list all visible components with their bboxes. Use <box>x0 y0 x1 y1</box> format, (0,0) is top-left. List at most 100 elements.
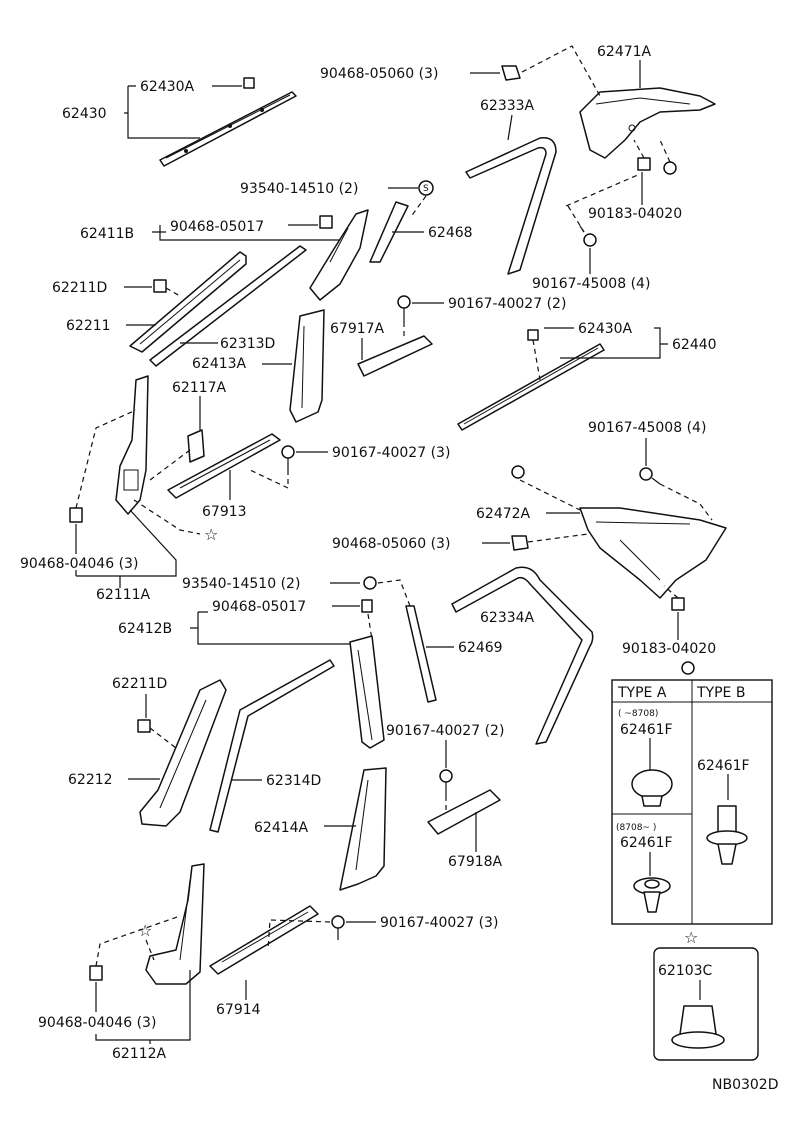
star-marker-table: ☆ <box>684 928 698 947</box>
label-62440: 62440 <box>672 337 717 353</box>
trim-62472A <box>579 507 727 599</box>
label-62471A: 62471A <box>597 44 652 60</box>
clip-type-a-lower <box>633 877 671 913</box>
screw-90167-40027-b <box>281 445 295 470</box>
label-90183-04020-top: 90183-04020 <box>588 206 682 222</box>
label-62469: 62469 <box>458 640 503 656</box>
screw-90167-40027-c <box>439 769 453 796</box>
label-62111A: 62111A <box>96 587 151 603</box>
label-62211: 62211 <box>66 318 111 334</box>
bracket-62117A <box>187 429 205 463</box>
star-marker-mid-left: ☆ <box>204 525 218 544</box>
screw-90167-40027-d <box>331 915 345 940</box>
label-62430A-mid: 62430A <box>578 321 633 337</box>
clip-62430A-mid <box>527 329 539 341</box>
pillar-62112A <box>145 863 205 985</box>
plate-67913 <box>167 433 281 499</box>
label-62334A: 62334A <box>480 610 535 626</box>
clip-90183-04020-top <box>637 157 651 171</box>
label-62430A-top: 62430A <box>140 79 195 95</box>
label-62412B: 62412B <box>118 621 172 637</box>
label-90167-40027-a: 90167-40027 (2) <box>448 296 566 312</box>
label-62430: 62430 <box>62 106 107 122</box>
clip-type-table <box>611 679 773 925</box>
label-62313D: 62313D <box>220 336 275 352</box>
weatherstrip-62314D <box>209 659 335 833</box>
star-nut-mid <box>511 465 525 479</box>
label-90468-05060-top: 90468-05060 (3) <box>320 66 438 82</box>
star-marker-bottom: ☆ <box>138 921 152 940</box>
label-62211D-mid: 62211D <box>112 676 167 692</box>
label-93540-14510-mid: 93540-14510 (2) <box>182 576 300 592</box>
label-90167-45008-mid: 90167-45008 (4) <box>588 420 706 436</box>
label-90167-45008-top: 90167-45008 (4) <box>532 276 650 292</box>
pillar-62414A <box>339 767 387 891</box>
type-b-part: 62461F <box>697 758 750 774</box>
type-b-header: TYPE B <box>696 685 745 701</box>
label-90468-05017-mid: 90468-05017 <box>212 599 306 615</box>
label-62472A: 62472A <box>476 506 531 522</box>
label-90167-40027-b: 90167-40027 (3) <box>332 445 450 461</box>
label-62333A: 62333A <box>480 98 535 114</box>
clip-type-b <box>706 805 748 865</box>
label-62103C: 62103C <box>658 963 713 979</box>
label-62314D: 62314D <box>266 773 321 789</box>
pillar-62413A <box>289 309 325 423</box>
label-90183-04020-mid: 90183-04020 <box>622 641 716 657</box>
screw-90167-45008-mid <box>639 467 661 485</box>
clip-90468-04046-bot <box>89 965 103 981</box>
trim-62471A <box>579 87 716 159</box>
plate-67917A <box>357 335 433 377</box>
star-nut-lower <box>681 661 695 675</box>
label-62414A: 62414A <box>254 820 309 836</box>
star-nut-top <box>663 161 677 175</box>
clip-90468-05017-top <box>319 215 333 229</box>
label-90167-40027-d: 90167-40027 (3) <box>380 915 498 931</box>
label-67917A: 67917A <box>330 321 385 337</box>
type-a-upper-note: ( ~8708) <box>618 709 658 719</box>
screw-90167-40027-a <box>397 295 411 322</box>
type-a-lower-note: (8708~ ) <box>616 823 656 833</box>
label-90468-04046-bot: 90468-04046 (3) <box>38 1015 156 1031</box>
pillar-62212 <box>139 679 227 827</box>
clip-90468-04046-top <box>69 507 83 523</box>
bolt-93540-mid <box>363 576 377 590</box>
bolt-93540-top: S <box>418 180 434 196</box>
diagram-code: NB0302D <box>712 1077 779 1093</box>
molding-62440 <box>457 343 605 431</box>
plate-67914 <box>209 905 319 975</box>
label-90468-05017-top: 90468-05017 <box>170 219 264 235</box>
label-67914: 67914 <box>216 1002 261 1018</box>
weatherstrip-62334A <box>451 566 594 745</box>
pillar-62211 <box>129 251 247 353</box>
clip-62211D-top <box>153 279 167 293</box>
clip-62103C-box <box>653 947 759 1061</box>
type-a-header: TYPE A <box>617 685 667 701</box>
clip-90468-05017-mid <box>361 599 373 613</box>
label-90468-04046-top: 90468-04046 (3) <box>20 556 138 572</box>
label-90167-40027-c: 90167-40027 (2) <box>386 723 504 739</box>
pillar-62411B <box>309 209 369 301</box>
label-62413A: 62413A <box>192 356 247 372</box>
label-67913: 67913 <box>202 504 247 520</box>
nut-62103C <box>671 1005 725 1049</box>
weatherstrip-62313D <box>149 245 307 367</box>
label-62112A: 62112A <box>112 1046 167 1062</box>
type-a-lower-part: 62461F <box>620 835 673 851</box>
type-a-upper-part: 62461F <box>620 722 673 738</box>
pillar-62412B <box>349 635 385 749</box>
label-67918A: 67918A <box>448 854 503 870</box>
garnish-62468 <box>369 201 409 263</box>
clip-62211D-mid <box>137 719 151 733</box>
clip-90468-05060-top <box>501 65 521 81</box>
plate-67918A <box>427 789 501 835</box>
molding-62430 <box>159 91 297 167</box>
garnish-62469 <box>405 605 437 703</box>
label-62411B: 62411B <box>80 226 134 242</box>
clip-type-a-upper <box>631 769 673 807</box>
label-62117A: 62117A <box>172 380 227 396</box>
pillar-62111A <box>115 375 149 515</box>
clip-90468-05060-mid <box>511 535 529 551</box>
weatherstrip-62333A <box>465 137 557 275</box>
